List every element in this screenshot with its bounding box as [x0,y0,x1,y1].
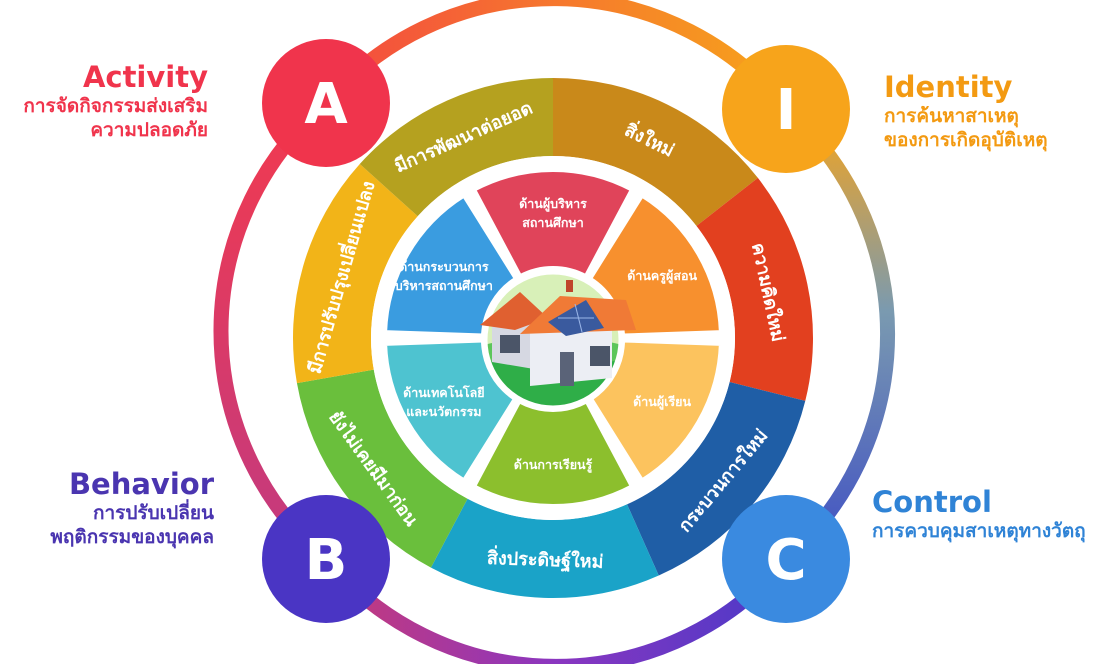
outer-segment [293,164,418,384]
control-subtitle-1: การควบคุมสาเหตุทางวัตถุ [872,520,1086,542]
behavior-subtitle-1: การปรับเปลี่ยน [92,502,214,524]
activity-title: Activity [82,60,208,94]
behavior-caption: Behavior การปรับเปลี่ยน พฤติกรรมของบุคคล [0,467,214,549]
behavior-letter: B [305,528,348,593]
identity-letter: I [776,78,797,143]
control-badge: C [722,495,850,623]
identity-subtitle-2: ของการเกิดอุบัติเหตุ [884,129,1048,151]
outer-segment [430,498,659,598]
identity-badge: I [722,45,850,173]
petal-label: ด้านเทคโนโลยี [403,385,485,400]
outer-segment [359,78,553,217]
activity-subtitle-2: ความปลอดภัย [90,119,208,141]
petal-label: ด้านผู้บริหาร [519,196,587,212]
petal-label: ด้านครูผู้สอน [627,268,697,284]
outer-segment [627,382,806,576]
activity-subtitle-1: การจัดกิจกรรมส่งเสริม [23,95,208,117]
identity-title: Identity [884,70,1013,104]
outer-segment [296,369,468,568]
petal-label-line2: และนวัตกรรม [406,404,481,419]
control-title: Control [872,485,992,519]
outer-gradient-ring [213,0,896,664]
petal-label: ด้านการเรียนรู้ [514,457,593,473]
behavior-title: Behavior [68,467,214,501]
identity-caption: Identity การค้นหาสาเหตุ ของการเกิดอุบัติ… [884,70,1099,152]
outer-segment-ring [293,78,813,598]
activity-caption: Activity การจัดกิจกรรมส่งเสริม ความปลอดภ… [0,60,208,142]
petal-label: ด้านผู้เรียน [633,394,691,410]
behavior-badge: B [262,495,390,623]
petal-label: ด้านกระบวนการ [399,259,489,274]
activity-letter: A [304,72,348,137]
activity-badge: A [262,39,390,167]
outer-segment [696,177,813,401]
outer-segment [553,78,758,226]
petal-label-line2: สถานศึกษา [522,215,584,230]
control-letter: C [765,528,806,593]
petal-labels: ด้านผู้บริหารสถานศึกษาด้านครูผู้สอนด้านผ… [395,196,698,473]
petal-label-line2: บริหารสถานศึกษา [395,278,493,293]
identity-subtitle-1: การค้นหาสาเหตุ [884,105,1019,127]
behavior-subtitle-2: พฤติกรรมของบุคคล [50,526,214,548]
control-caption: Control การควบคุมสาเหตุทางวัตถุ [872,485,1100,543]
